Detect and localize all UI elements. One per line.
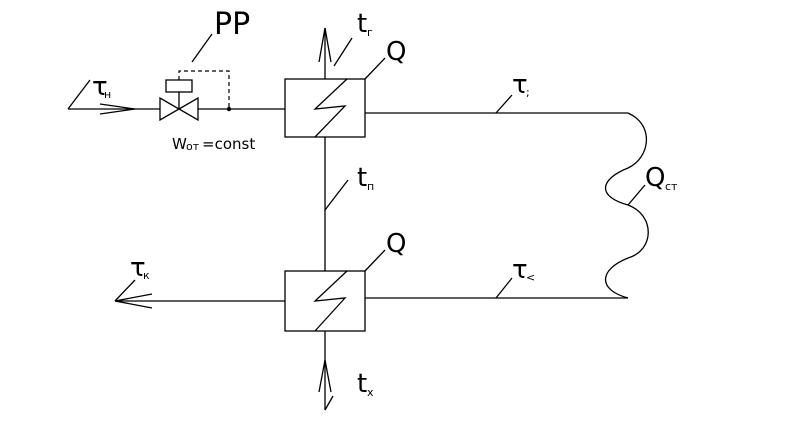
- tau-2-sub: <: [526, 271, 535, 284]
- inlet-arrow-icon: [67, 79, 136, 115]
- t-p-sub: п: [367, 180, 374, 193]
- q-st-label: Q: [645, 163, 665, 193]
- control-valve-icon: [159, 79, 199, 122]
- lower-heat-exchanger: [284, 270, 366, 332]
- q-st-leader: [627, 184, 646, 206]
- tau-2-label: τ: [512, 255, 528, 285]
- q-top-leader: [364, 57, 386, 80]
- w-const-sub: от: [186, 140, 200, 153]
- tau-n-sub: н: [104, 88, 111, 101]
- impulse-line: [178, 33, 232, 112]
- t-x-label: t: [357, 369, 367, 399]
- q-bottom-leader: [364, 249, 386, 272]
- t-g-sub: г: [367, 26, 373, 39]
- t-x-sub: х: [367, 386, 374, 399]
- w-const-w: W: [172, 135, 187, 153]
- q-top-label: Q: [386, 37, 406, 67]
- tau-k-sub: к: [143, 269, 150, 282]
- tau-1-label: τ: [512, 70, 528, 100]
- t-p-label: t: [357, 163, 367, 193]
- tau-n-label: τ: [92, 72, 108, 102]
- outlet-arrow-icon: [114, 279, 153, 309]
- w-const-rest: =const: [202, 135, 255, 153]
- tau2-leader: [495, 277, 513, 299]
- cold-water-arrow-icon: [318, 331, 334, 411]
- tau-k-label: τ: [130, 253, 146, 283]
- q-bottom-label: Q: [386, 229, 406, 259]
- tau-1-sub: ;: [526, 86, 530, 99]
- tau1-leader: [495, 94, 513, 114]
- q-st-sub: ст: [665, 180, 678, 193]
- regulator-label: РР: [214, 7, 250, 42]
- t-g-label: t: [357, 9, 367, 39]
- tp-leader: [324, 179, 349, 211]
- hot-water-arrow-icon: [318, 27, 353, 79]
- radiator-coil-icon: [604, 112, 649, 299]
- upper-heat-exchanger: [284, 78, 366, 138]
